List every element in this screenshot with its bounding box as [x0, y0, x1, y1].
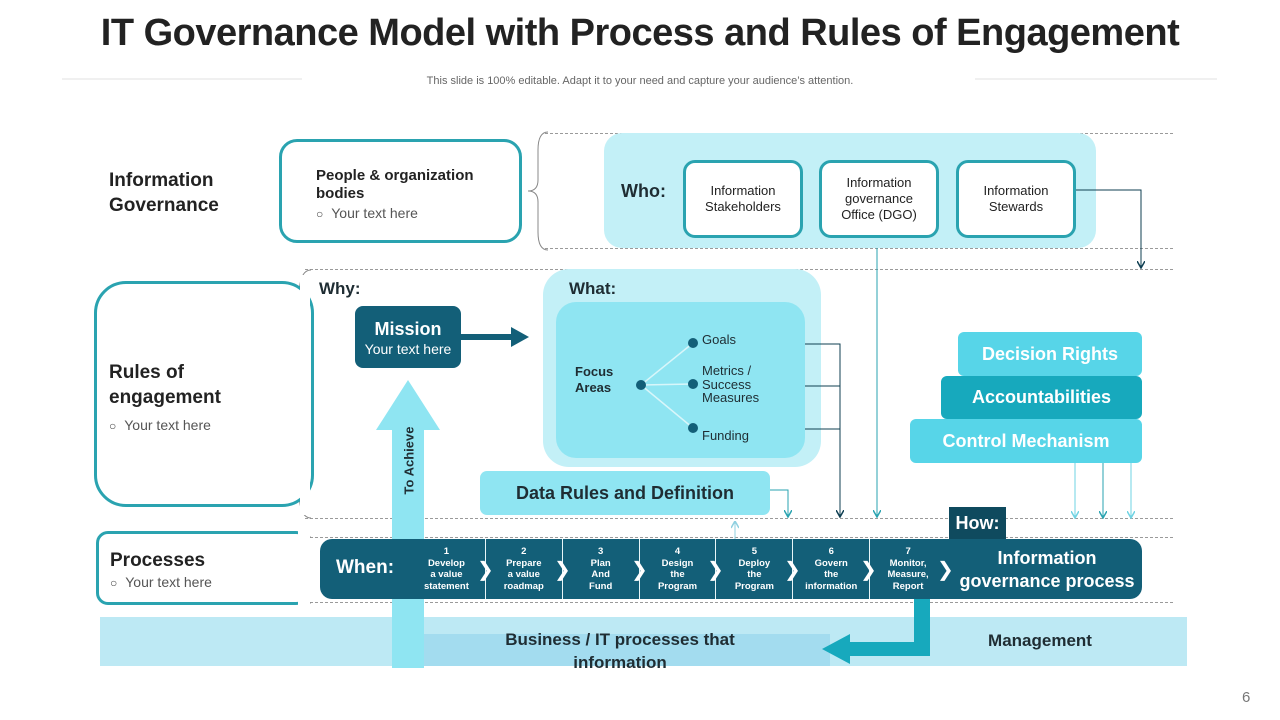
focus-item-goals: Goals [702, 332, 736, 347]
step-divider [869, 539, 871, 599]
information-governance-label: Information Governance [109, 170, 219, 216]
when-label: When: [336, 557, 395, 578]
information-governance-process-label: Information governance process [959, 548, 1135, 591]
step-divider [484, 539, 486, 599]
arrow-return-icon [822, 598, 930, 664]
node-icon [688, 338, 698, 348]
business-processes-band [410, 634, 830, 666]
brace-icon [527, 131, 549, 251]
decision-rights-box: Decision Rights [958, 332, 1142, 376]
guide-line [305, 602, 1173, 603]
chevron-right-icon: ❯ [554, 559, 571, 581]
bullet-item: ○Your text here [110, 574, 212, 590]
bullet-item: ○Your text here [316, 205, 418, 221]
step-divider [561, 539, 563, 599]
rules-of-engagement-box: Rules of engagement ○Your text here [94, 281, 314, 507]
mask [298, 528, 310, 608]
arrow-right-icon [461, 327, 529, 347]
control-mechanism-box: Control Mechanism [910, 419, 1142, 463]
chevron-right-icon: ❯ [937, 559, 954, 581]
what-label: What: [569, 279, 617, 298]
chevron-right-icon: ❯ [631, 559, 648, 581]
focus-areas-label: Focus Areas [575, 364, 614, 395]
connector-line [770, 489, 788, 517]
guide-line [305, 537, 1173, 538]
who-label: Who: [621, 181, 666, 201]
focus-tree-diagram [636, 338, 698, 433]
slide-subtitle: This slide is 100% editable. Adapt it to… [426, 75, 854, 87]
node-icon [688, 379, 698, 389]
arrow-up-stem [392, 600, 424, 667]
why-label: Why: [319, 279, 361, 298]
management-label: Management [988, 631, 1092, 650]
step-divider [638, 539, 640, 599]
subtitle-rule-right [975, 78, 1217, 80]
connector-line [805, 343, 840, 517]
step-divider [715, 539, 717, 599]
focus-areas-panel [556, 302, 805, 458]
focus-item-metrics: Metrics / Success Measures [702, 363, 760, 405]
mask [300, 275, 310, 515]
accountabilities-box: Accountabilities [941, 376, 1142, 419]
subtitle-rule-left [62, 78, 302, 80]
focus-item-funding: Funding [702, 428, 749, 443]
how-label: How: [949, 507, 1006, 539]
when-process-bar [320, 539, 1142, 599]
mission-box: Mission Your text here [355, 306, 461, 368]
connector-line [1076, 189, 1141, 268]
data-rules-box: Data Rules and Definition [480, 471, 770, 515]
people-organization-box: People & organization bodies ○Your text … [279, 139, 522, 243]
bullet-icon: ○ [316, 207, 324, 221]
chevron-right-icon: ❯ [860, 559, 877, 581]
guide-line [305, 518, 1173, 519]
step-divider [792, 539, 794, 599]
node-icon [636, 380, 646, 390]
chevron-right-icon: ❯ [784, 559, 801, 581]
guide-line [545, 248, 1173, 249]
bullet-item: ○Your text here [109, 417, 211, 433]
chevron-right-icon: ❯ [707, 559, 724, 581]
node-icon [688, 423, 698, 433]
slide-title: IT Governance Model with Process and Rul… [100, 12, 1180, 54]
processes-box: Processes ○Your text here [96, 531, 308, 605]
bullet-icon: ○ [110, 576, 118, 590]
bullet-icon: ○ [109, 419, 117, 433]
business-processes-label: Business / IT processes that information [505, 630, 735, 672]
page-number: 6 [1242, 689, 1251, 706]
chevron-right-icon: ❯ [477, 559, 494, 581]
